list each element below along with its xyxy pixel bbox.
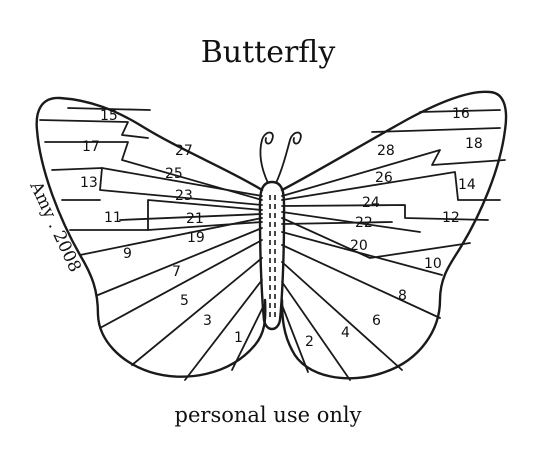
piece-number: 9 (123, 246, 132, 262)
piece-number: 12 (442, 210, 460, 226)
right-lower-seam-1 (281, 231, 443, 276)
piece-number: 23 (175, 188, 193, 204)
left-lower-seam-5 (231, 304, 265, 371)
right-upper-seam-3 (281, 149, 506, 197)
footer-note: personal use only (175, 403, 362, 427)
piece-number: 6 (372, 313, 381, 329)
piece-number: 11 (104, 210, 122, 226)
piece-number: 21 (186, 211, 204, 227)
left-wing-outline (35, 96, 267, 378)
left-wing (35, 96, 267, 381)
piece-number: 18 (465, 136, 483, 152)
piece-number: 2 (305, 334, 314, 350)
piece-number: 13 (80, 175, 98, 191)
right-upper-seam-7 (281, 217, 471, 259)
left-upper-seam-10 (147, 221, 263, 231)
piece-number: 3 (203, 313, 212, 329)
body-outline (258, 180, 286, 331)
right-upper-seam-2 (371, 127, 501, 133)
right-upper-seam-8 (281, 221, 393, 225)
left-upper-seam-5 (101, 167, 263, 197)
piece-number: 22 (355, 215, 373, 231)
page-title: Butterfly (201, 35, 336, 70)
piece-number: 28 (377, 143, 395, 159)
piece-number: 15 (100, 108, 118, 124)
piece-number: 19 (187, 230, 205, 246)
piece-number: 4 (341, 325, 350, 341)
left-lower-seam-1 (97, 227, 263, 296)
piece-number: 10 (424, 256, 442, 272)
antenna-right (275, 131, 302, 184)
piece-number: 7 (172, 264, 181, 280)
left-lower-seam-3 (131, 257, 263, 366)
piece-number: 26 (375, 170, 393, 186)
left-upper-seam-1 (39, 119, 149, 139)
right-lower-seam-3 (281, 261, 403, 371)
piece-number: 8 (398, 288, 407, 304)
right-lower-seam-2 (281, 244, 441, 319)
left-lower-seam-4 (184, 279, 263, 381)
right-upper-seam-1 (419, 109, 501, 113)
antenna-left (259, 131, 274, 184)
piece-number: 20 (350, 238, 368, 254)
left-upper-seam-8 (119, 213, 263, 221)
right-wing (280, 90, 508, 381)
right-lower-seam-5 (281, 304, 309, 373)
right-upper-seam-5 (281, 204, 489, 221)
piece-number: 1 (234, 330, 243, 346)
right-wing-outline (280, 90, 508, 380)
signature: Amy . 2008 (25, 178, 85, 276)
left-lower-seam-2 (99, 239, 263, 329)
left-upper-seam-7 (69, 199, 263, 231)
piece-number: 25 (165, 166, 183, 182)
left-upper-seam-4 (51, 167, 263, 206)
left-upper-seam-2 (67, 107, 151, 111)
left-upper-seam-3 (44, 141, 263, 201)
piece-number: 5 (180, 293, 189, 309)
piece-number: 16 (452, 106, 470, 122)
piece-number: 24 (362, 195, 380, 211)
piece-number: 27 (175, 143, 193, 159)
butterfly-body (258, 131, 302, 331)
piece-number: 14 (458, 177, 476, 193)
right-lower-seam-4 (281, 281, 351, 381)
piece-numbers: 1 2 3 4 5 6 7 8 9 10 11 12 13 14 15 16 1… (80, 106, 483, 350)
piece-number: 17 (82, 139, 100, 155)
right-upper-seam-4 (281, 171, 501, 201)
